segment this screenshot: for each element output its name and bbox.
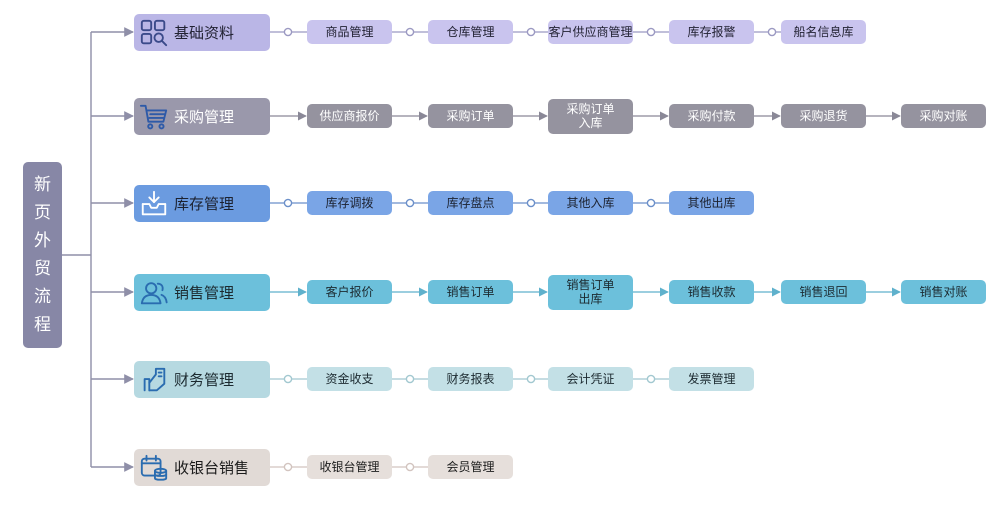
process-step[interactable]: 供应商报价 [307,104,392,128]
process-step[interactable]: 其他出库 [669,191,754,215]
process-step-label: 商品管理 [325,25,374,39]
process-step[interactable]: 销售退回 [781,280,866,304]
process-step-label: 收银台管理 [319,460,380,474]
connector-dot [646,374,656,384]
process-step-label: 会计凭证 [566,372,615,386]
user-group-icon [134,274,174,311]
process-step-label: 供应商报价 [319,109,380,123]
process-step[interactable]: 客户报价 [307,280,392,304]
module-label: 销售管理 [174,284,235,302]
connector-dot [526,198,536,208]
process-step-label: 销售退回 [799,285,848,299]
process-step[interactable]: 收银台管理 [307,455,392,479]
process-step-label: 采购订单 [566,102,615,116]
process-step[interactable]: 财务报表 [428,367,513,391]
connector-dot [283,374,293,384]
module-node[interactable]: 收银台销售 [134,449,270,486]
root-node: 新 页 外 贸 流 程 [23,162,62,348]
process-step-label: 销售订单 [446,285,495,299]
module-label: 库存管理 [174,195,235,213]
process-step[interactable]: 会员管理 [428,455,513,479]
process-step-label: 入库 [578,116,603,130]
process-step[interactable]: 销售收款 [669,280,754,304]
process-step-label: 采购对账 [919,109,968,123]
process-step-label: 财务报表 [446,372,495,386]
process-step[interactable]: 采购订单 [428,104,513,128]
process-step-label: 其他入库 [566,196,615,210]
process-step-label: 会员管理 [446,460,495,474]
process-step[interactable]: 客户供应商管理 [548,20,633,44]
process-step-label: 库存调拨 [325,196,374,210]
process-step-label: 销售收款 [687,285,736,299]
process-step[interactable]: 采购退货 [781,104,866,128]
root-char: 贸 [34,259,51,279]
module-node[interactable]: 采购管理 [134,98,270,135]
module-label: 收银台销售 [174,459,250,477]
process-step[interactable]: 销售订单出库 [548,274,633,310]
process-step-label: 仓库管理 [446,25,495,39]
connector-dot [405,374,415,384]
process-step[interactable]: 销售对账 [901,280,986,304]
connector-dot [283,462,293,472]
process-step[interactable]: 库存盘点 [428,191,513,215]
trunk-line [62,32,92,467]
process-step-label: 出库 [578,292,603,306]
process-step-label: 销售对账 [919,285,968,299]
connector-dot [526,27,536,37]
module-label: 采购管理 [174,108,235,126]
connector-dot [646,27,656,37]
module-node[interactable]: 基础资料 [134,14,270,51]
root-char: 新 [34,175,51,195]
calendar-coins-icon [134,449,174,486]
connector-dot [405,198,415,208]
connector-dot [405,27,415,37]
process-step[interactable]: 资金收支 [307,367,392,391]
module-label: 财务管理 [174,371,235,389]
shopping-cart-icon [134,98,174,135]
process-step-label: 其他出库 [687,196,736,210]
process-step[interactable]: 采购对账 [901,104,986,128]
root-char: 流 [34,287,51,307]
connector-dot [405,462,415,472]
process-step-label: 库存盘点 [446,196,495,210]
process-step[interactable]: 采购订单入库 [548,98,633,134]
process-step[interactable]: 采购付款 [669,104,754,128]
process-step-label: 资金收支 [325,372,374,386]
connector-dot [526,374,536,384]
process-step[interactable]: 商品管理 [307,20,392,44]
process-step[interactable]: 会计凭证 [548,367,633,391]
module-node[interactable]: 库存管理 [134,185,270,222]
process-step[interactable]: 库存报警 [669,20,754,44]
inbox-download-icon [134,185,174,222]
process-step[interactable]: 其他入库 [548,191,633,215]
process-step-label: 采购付款 [687,109,736,123]
connector-dot [283,198,293,208]
connector-dot [283,27,293,37]
process-step-label: 销售订单 [566,278,615,292]
process-step[interactable]: 船名信息库 [781,20,866,44]
process-step-label: 客户报价 [325,285,374,299]
root-char: 外 [34,231,51,251]
process-step[interactable]: 库存调拨 [307,191,392,215]
process-step-label: 采购订单 [446,109,495,123]
module-label: 基础资料 [174,24,235,42]
root-char: 程 [34,315,51,335]
process-step[interactable]: 仓库管理 [428,20,513,44]
process-step-label: 采购退货 [799,109,848,123]
module-node[interactable]: 财务管理 [134,361,270,398]
process-step[interactable]: 发票管理 [669,367,754,391]
process-step-label: 库存报警 [687,25,736,39]
process-step[interactable]: 销售订单 [428,280,513,304]
connector-dot [767,27,777,37]
connector-dot [646,198,656,208]
process-step-label: 发票管理 [687,372,736,386]
process-step-label: 船名信息库 [793,25,854,39]
process-step-label: 客户供应商管理 [548,25,633,39]
module-node[interactable]: 销售管理 [134,274,270,311]
grid-search-icon [134,14,174,51]
root-char: 页 [34,203,51,223]
finance-hand-icon [134,361,174,398]
